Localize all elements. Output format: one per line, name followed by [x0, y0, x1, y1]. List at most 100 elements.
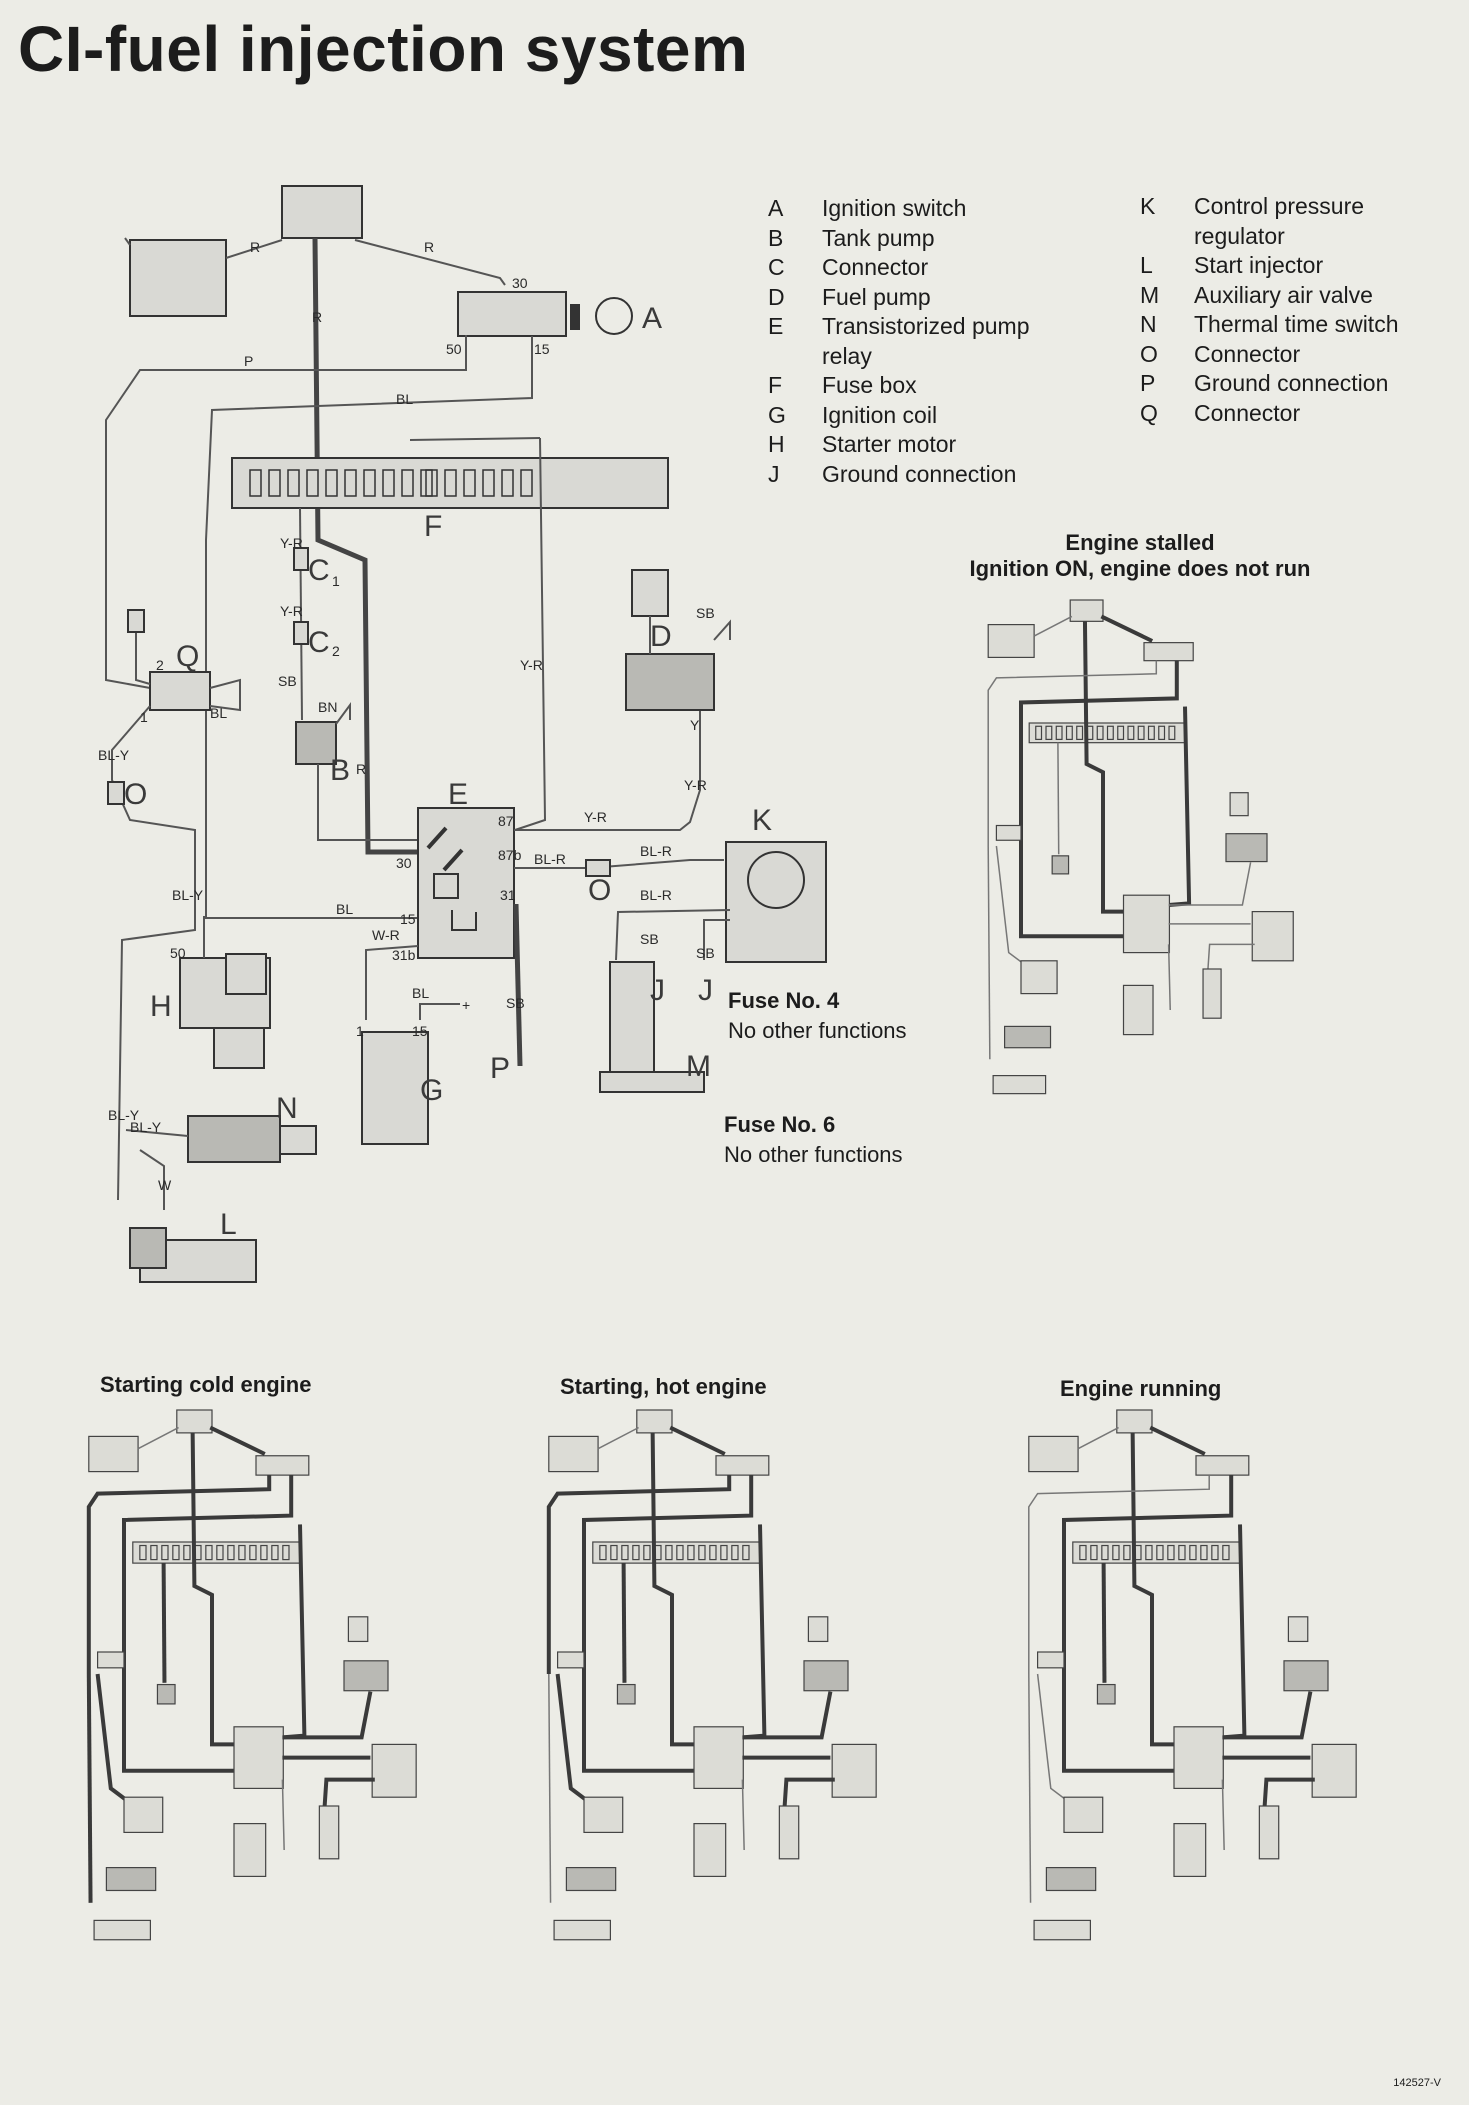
- wl-t50: 50: [446, 341, 462, 357]
- mini-fuse-slot: [1167, 1544, 1175, 1561]
- mini-control-pressure-regulator: [371, 1743, 417, 1798]
- ignition-key-icon: [595, 297, 633, 335]
- mini-wire-starter: [95, 1673, 130, 1804]
- fuse-slot: [501, 469, 514, 497]
- mini-thermal-switch: [565, 1867, 617, 1892]
- mini-fuse-slot: [1127, 725, 1135, 740]
- mini-wire-ground: [1221, 1779, 1225, 1851]
- relay-switch-2: [442, 848, 464, 872]
- wl-t31b: 31b: [392, 947, 416, 963]
- legend-text: Tank pump: [822, 224, 935, 251]
- wire-blr: [514, 859, 724, 869]
- component-labels: A B C 1 C 2 D E F G H J J K L M N O O P …: [124, 302, 772, 1241]
- mini-start-injector: [553, 1919, 611, 1941]
- mini-fuel-pump: [803, 1660, 849, 1692]
- mini-fuse-slot: [665, 1544, 673, 1561]
- wl-plus: +: [462, 997, 470, 1013]
- mini-tank-pump: [616, 1683, 636, 1705]
- mini-wire-m: [322, 1777, 375, 1807]
- fuse-slot: [425, 469, 438, 497]
- wl-w: W: [158, 1177, 172, 1193]
- mini-fuse-slot: [687, 1544, 695, 1561]
- mini-wire-trunk: [1082, 621, 1124, 914]
- fuse-slot: [268, 469, 281, 497]
- mini-fuse-slot: [698, 1544, 706, 1561]
- mini-fuse-slot: [1076, 725, 1084, 740]
- mini-wire-fuelpump: [282, 1691, 373, 1740]
- legend-text: Connector: [1194, 340, 1301, 367]
- wl-q1: 1: [140, 709, 148, 725]
- mini-fuse-slot: [1137, 725, 1145, 740]
- top-connector-box: [281, 185, 363, 239]
- mini-fuse-slot: [1222, 1544, 1230, 1561]
- mini-connector-q: [97, 1651, 125, 1669]
- wl-yr4: Y-R: [520, 657, 543, 673]
- wire-bn: [335, 701, 351, 725]
- legend-right-row: regulator: [1140, 222, 1460, 252]
- mini-wire-ignition: [1149, 1425, 1206, 1456]
- label-Q: Q: [176, 640, 199, 673]
- mini-wire-battery: [1033, 615, 1073, 637]
- label-C2-sub: 2: [332, 643, 340, 659]
- mini-fuel-filter: [807, 1616, 829, 1643]
- cold-title: Starting cold engine: [100, 1372, 312, 1397]
- mini-tank-pump: [156, 1683, 176, 1705]
- mini-wire-bl: [1019, 660, 1179, 939]
- wl-bl4: BL: [412, 985, 429, 1001]
- wire-bly: [111, 705, 196, 1201]
- legend-key: H: [768, 431, 785, 457]
- wl-sb4: SB: [696, 945, 715, 961]
- mini-fuse-slot: [1158, 725, 1166, 740]
- wl-bly1: BL-Y: [98, 747, 130, 763]
- wl-t30a: 30: [512, 275, 528, 291]
- mini-wire-tank: [1101, 1563, 1107, 1683]
- mini-wire-tank: [621, 1563, 627, 1683]
- mini-control-pressure-regulator: [1251, 911, 1294, 962]
- wl-t15b: 15: [400, 911, 416, 927]
- mini-fuse-slot: [161, 1544, 169, 1561]
- label-L: L: [220, 1208, 237, 1241]
- mini-fuse-slot: [1090, 1544, 1098, 1561]
- fuse-slot: [325, 469, 338, 497]
- regulator-dial: [747, 851, 805, 909]
- hot-title: Starting, hot engine: [560, 1374, 767, 1399]
- mini-wire-battery: [137, 1426, 179, 1450]
- legend-key: N: [1140, 311, 1157, 337]
- wl-blr2: BL-R: [640, 843, 672, 859]
- fuse6-note: Fuse No. 6 No other functions: [724, 1110, 903, 1170]
- fuse-slot: [444, 469, 457, 497]
- legend-text: Fuel pump: [822, 283, 931, 310]
- mini-fuse-slot: [1145, 1544, 1153, 1561]
- legend-key: D: [768, 283, 785, 310]
- fuse-slot: [363, 469, 376, 497]
- label-G: G: [420, 1074, 443, 1107]
- wl-r3: R: [312, 309, 322, 325]
- legend-text: relay: [822, 342, 872, 369]
- stalled-title-line1: Engine stalled: [1065, 530, 1215, 555]
- mini-battery: [987, 624, 1035, 658]
- sensor-plug: [127, 609, 145, 633]
- mini-fuse-slot: [1055, 725, 1063, 740]
- mini-connector-q: [557, 1651, 585, 1669]
- legend-key: Q: [1140, 399, 1158, 426]
- wl-bl3: BL: [336, 901, 353, 917]
- mini-fuel-pump: [1283, 1660, 1329, 1692]
- wl-yr1: Y-R: [584, 809, 607, 825]
- wl-sb2: SB: [696, 605, 715, 621]
- relay-switch-1: [426, 826, 448, 850]
- label-O1: O: [124, 778, 147, 811]
- running-title: Engine running: [1060, 1376, 1222, 1401]
- mini-fuse-slot: [238, 1544, 246, 1561]
- legend-text: Transistorized pump: [822, 313, 1030, 339]
- mini-ignition-switch: [1195, 1455, 1250, 1476]
- legend-text: Ignition switch: [822, 195, 967, 221]
- mini-fuse-slot: [1079, 1544, 1087, 1561]
- label-P: P: [490, 1052, 510, 1085]
- battery: [129, 239, 227, 317]
- mini-battery: [548, 1435, 599, 1473]
- mini-fuse-slot: [632, 1544, 640, 1561]
